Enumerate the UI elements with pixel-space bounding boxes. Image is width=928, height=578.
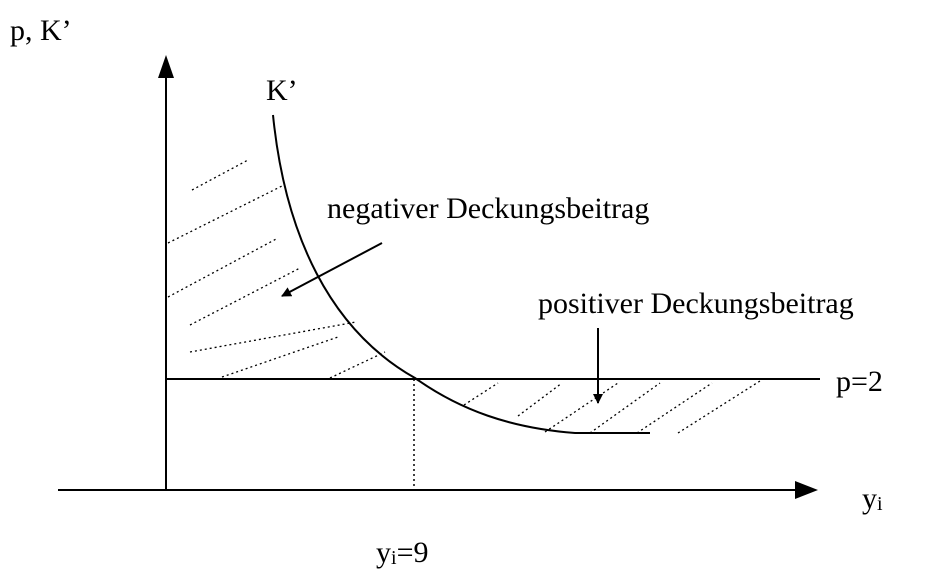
negative-arrow xyxy=(281,242,383,297)
intersection-label-main: y xyxy=(376,536,391,569)
marginal-cost-curve xyxy=(272,114,650,434)
negative-contribution-label: negativer Deckungsbeitrag xyxy=(327,192,649,225)
intersection-label-value: =9 xyxy=(397,536,429,569)
intersection-label-subscript: i xyxy=(391,547,397,569)
intersection-label: yi=9 xyxy=(376,536,428,569)
curve-label: K’ xyxy=(266,74,298,107)
negative-area-hatching xyxy=(167,159,386,379)
x-axis-label-main: y xyxy=(862,482,877,515)
y-axis-arrowhead xyxy=(158,55,174,78)
positive-area-hatching xyxy=(463,380,761,434)
price-label: p=2 xyxy=(836,365,883,398)
x-axis-arrowhead xyxy=(795,481,818,499)
x-axis-label-subscript: i xyxy=(877,493,883,515)
y-axis-label: p, K’ xyxy=(10,14,72,47)
x-axis-label: yi xyxy=(862,482,883,515)
positive-contribution-label: positiver Deckungsbeitrag xyxy=(538,287,854,320)
